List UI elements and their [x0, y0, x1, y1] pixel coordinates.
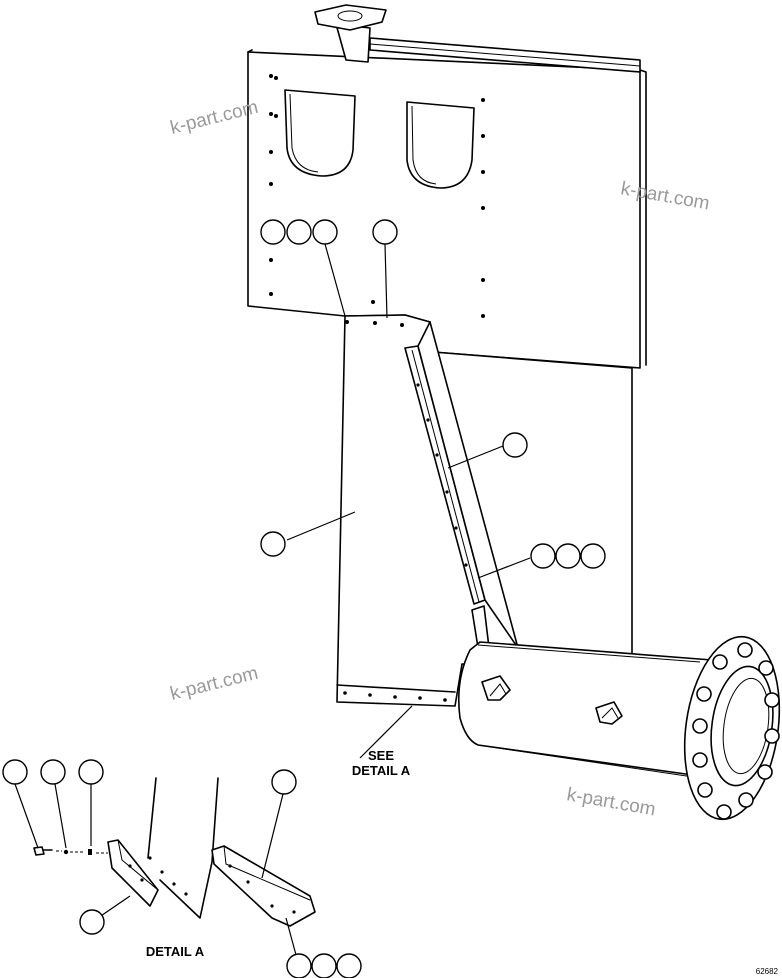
callout-bubble-15[interactable]	[286, 953, 312, 978]
lower-panel	[336, 314, 633, 707]
muffler-body	[457, 635, 781, 821]
flange-bolts	[692, 642, 780, 820]
callout-bubble-10[interactable]	[2, 759, 28, 785]
callout-bubble-7[interactable]	[555, 543, 581, 569]
watermark-text: k-part.com	[168, 663, 260, 705]
see-detail-label-line2: DETAIL A	[352, 763, 411, 778]
callout-bubble-17[interactable]	[336, 953, 362, 978]
callout-bubble-5[interactable]	[502, 432, 528, 458]
callout-bubble-3[interactable]	[312, 219, 338, 245]
callout-bubble-13[interactable]	[271, 769, 297, 795]
detail-a-parts	[33, 777, 316, 927]
see-detail-label-line1: SEE	[368, 748, 394, 763]
callout-bubble-14[interactable]	[79, 909, 105, 935]
callout-bubble-4[interactable]	[372, 219, 398, 245]
exhaust-outlet	[314, 4, 641, 73]
upper-panel	[247, 49, 647, 369]
detail-a-title: DETAIL A	[146, 944, 205, 959]
figure-number: 62682	[756, 967, 779, 976]
callout-bubble-8[interactable]	[580, 543, 606, 569]
callout-bubble-6[interactable]	[530, 543, 556, 569]
callout-bubble-16[interactable]	[311, 953, 337, 978]
callout-bubble-9[interactable]	[260, 531, 286, 557]
callout-bubble-1[interactable]	[260, 219, 286, 245]
watermark-text: k-part.com	[168, 97, 260, 139]
watermark-text: k-part.com	[565, 784, 657, 820]
panel-cutout-left	[284, 89, 356, 177]
panel-cutout-right	[406, 101, 475, 189]
callout-bubble-11[interactable]	[40, 759, 66, 785]
callout-bubbles	[2, 219, 606, 978]
callout-bubble-12[interactable]	[78, 759, 104, 785]
callout-bubble-2[interactable]	[286, 219, 312, 245]
